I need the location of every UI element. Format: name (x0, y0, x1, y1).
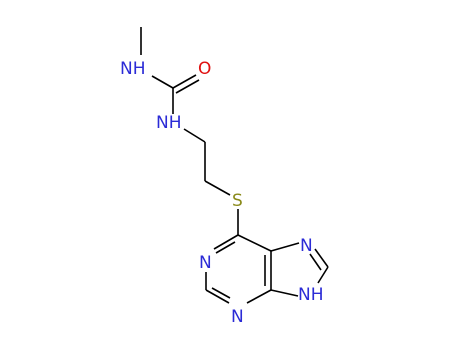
bond-n7-c8 (314, 248, 329, 268)
atom-label-n7: N (300, 236, 313, 256)
bond-c6-n1 (213, 234, 239, 250)
atom-label-s-thio: S (232, 191, 243, 211)
bond-c8-n9 (317, 266, 329, 284)
bond-ch2b-s (204, 180, 231, 196)
bond-n3-c4 (246, 289, 272, 304)
bond-c2-n3 (205, 289, 230, 304)
atom-label-n9: NH (298, 285, 324, 305)
bond-n9-c4 (270, 289, 299, 297)
bond-carbonyl-o-double (175, 79, 200, 94)
bond-c5-n7 (270, 242, 300, 252)
atom-label-nh-urea-2: NH (156, 113, 182, 133)
bond-n7-c8-double (309, 253, 322, 271)
bond-n2-ch2a (183, 128, 206, 143)
bond-c5-c6 (237, 234, 272, 252)
bonds (140, 27, 329, 304)
atom-label-o-carbonyl: O (198, 59, 211, 79)
atom-label-nh-urea-1: NH (120, 59, 146, 79)
bond-n1-carbonyl (151, 75, 174, 89)
bond-c6-n1-double (215, 241, 236, 254)
atom-label-n1: N (199, 253, 212, 273)
atom-labels: NH O NH S N N N NH (120, 59, 324, 327)
bond-carbonyl-o (172, 74, 197, 89)
bond-c2-n3-double (211, 287, 231, 299)
atom-label-n3: N (231, 307, 244, 327)
